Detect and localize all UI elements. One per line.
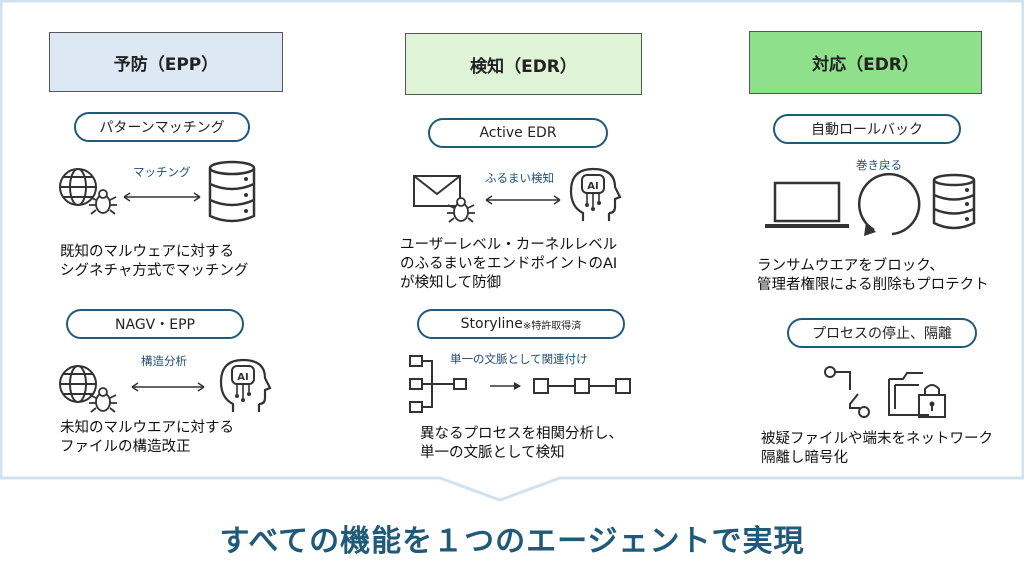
globe-icon-2 <box>59 365 97 403</box>
arrow-right <box>490 382 521 390</box>
ai-head-icon-2: AI <box>569 167 622 221</box>
desc-rollback: ランサムウエアをブロック、 管理者権限による削除もプロテクト <box>757 258 989 293</box>
svg-text:AI: AI <box>587 181 598 192</box>
double-arrow-3 <box>485 195 561 205</box>
double-arrow <box>123 192 201 202</box>
bug-icon-2 <box>89 387 117 413</box>
desc-behavior: ユーザーレベル・カーネルレベル のふるまいをエンドポイントのAI が検知して防御 <box>400 237 618 291</box>
switch-icon <box>824 366 870 418</box>
mail-icon <box>413 175 461 207</box>
database-icon-2 <box>932 173 976 230</box>
label-rewind: 巻き戻る <box>856 158 902 172</box>
database-icon <box>208 160 256 223</box>
bug-icon <box>89 189 117 215</box>
ai-head-icon: AI <box>219 358 272 412</box>
pill-storyline: Storyline※特許取得済 <box>417 309 625 339</box>
desc-isolation: 被疑ファイルや端末をネットワーク 隔離し暗号化 <box>761 431 993 466</box>
bug-icon-3 <box>447 197 475 223</box>
locked-folder-icon <box>888 372 946 418</box>
label-behavior-detection: ふるまい検知 <box>485 171 554 185</box>
desc-matching: 既知のマルウェアに対する シグネチャ方式でマッチング <box>60 244 249 279</box>
desc-storyline: 異なるプロセスを相関分析し、 単一の文脈として検知 <box>420 426 623 461</box>
pill-pattern-matching: パターンマッチング <box>74 112 250 142</box>
header-prevention: 予防（EPP） <box>49 32 283 92</box>
patent-note: ※特許取得済 <box>522 320 582 332</box>
pill-nagv-epp: NAGV・EPP <box>66 309 244 339</box>
pill-active-edr: Active EDR <box>428 118 608 148</box>
globe-icon <box>59 168 97 206</box>
header-response: 対応（EDR） <box>749 31 982 94</box>
footer-tagline: すべての機能を１つのエージェントで実現 <box>219 524 805 559</box>
process-chain-icon <box>533 378 631 394</box>
process-tree-icon <box>409 355 467 413</box>
rewind-icon <box>857 172 921 236</box>
desc-structure: 未知のマルウエアに対する ファイルの構造改正 <box>60 420 234 455</box>
label-single-context: 単一の文脈として関連付け <box>450 352 588 366</box>
label-structure-analysis: 構造分析 <box>141 354 187 368</box>
laptop-icon <box>765 181 849 228</box>
pill-auto-rollback: 自動ロールバック <box>773 114 961 144</box>
pill-process-stop-isolation: プロセスの停止、隔離 <box>787 318 977 348</box>
svg-text:AI: AI <box>237 372 248 383</box>
header-detection: 検知（EDR） <box>405 33 642 95</box>
double-arrow-2 <box>131 382 205 392</box>
label-matching: マッチング <box>133 165 191 179</box>
